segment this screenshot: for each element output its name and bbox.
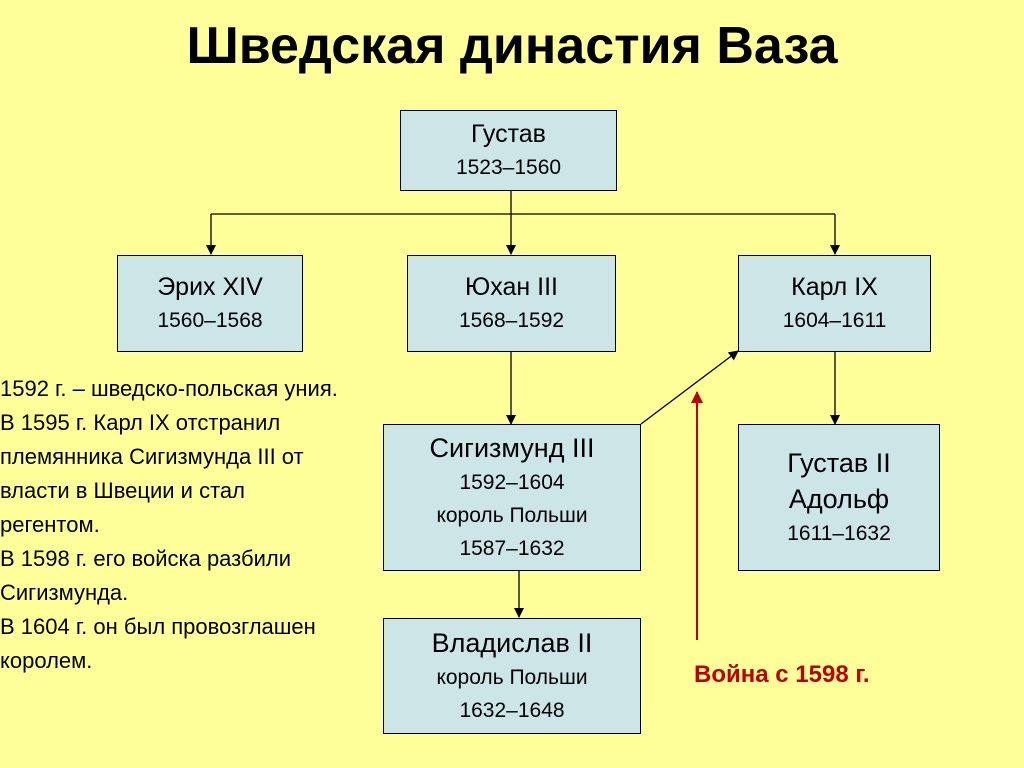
person-years: 1592–1604 bbox=[459, 471, 565, 494]
person-years: 1611–1632 bbox=[787, 522, 891, 545]
person-name: Густав bbox=[471, 119, 546, 148]
person-box-gustav-adolf: Густав II Адольф 1611–1632 bbox=[738, 424, 940, 571]
person-name-line2: Адольф bbox=[788, 484, 890, 514]
person-box-erik: Эрих XIV 1560–1568 bbox=[117, 255, 303, 352]
person-name: Владислав II bbox=[431, 628, 593, 658]
note-item: В 1604 г. он был провозглашен королем. bbox=[0, 614, 316, 673]
person-years: 1632–1648 bbox=[459, 699, 565, 722]
person-years: 1560–1568 bbox=[157, 308, 263, 332]
person-role-years: 1587–1632 bbox=[459, 537, 565, 560]
person-years: 1523–1560 bbox=[455, 155, 562, 179]
person-name: Эрих XIV bbox=[157, 272, 263, 301]
note-item: В 1595 г. Карл IX отстранил племянника С… bbox=[0, 410, 304, 537]
person-box-johan: Юхан III 1568–1592 bbox=[407, 255, 616, 352]
war-label: Война с 1598 г. bbox=[694, 661, 870, 688]
person-years: 1604–1611 bbox=[782, 308, 887, 332]
person-box-gustav: Густав 1523–1560 bbox=[400, 110, 617, 191]
person-box-karl: Карл IX 1604–1611 bbox=[738, 255, 931, 352]
person-box-wladyslaw: Владислав II король Польши 1632–1648 bbox=[383, 618, 641, 734]
person-name: Юхан III bbox=[465, 272, 558, 301]
page-title: Шведская династия Ваза bbox=[186, 17, 838, 75]
person-role: король Польши bbox=[436, 504, 588, 527]
historical-notes: 1592 г. – шведско-польская уния. В 1595 … bbox=[0, 372, 340, 678]
person-name-line1: Густав II bbox=[787, 448, 891, 478]
person-name: Карл IX bbox=[791, 272, 878, 301]
note-item: В 1598 г. его войска разбили Сигизмунда. bbox=[0, 546, 292, 605]
arrow-sigismund-to-karl bbox=[640, 350, 739, 425]
person-years: 1568–1592 bbox=[458, 308, 565, 332]
person-name: Сигизмунд III bbox=[429, 433, 595, 463]
person-role: король Польши bbox=[436, 666, 588, 689]
person-box-sigismund: Сигизмунд III 1592–1604 король Польши 15… bbox=[383, 424, 641, 571]
note-item: 1592 г. – шведско-польская уния. bbox=[0, 376, 338, 401]
